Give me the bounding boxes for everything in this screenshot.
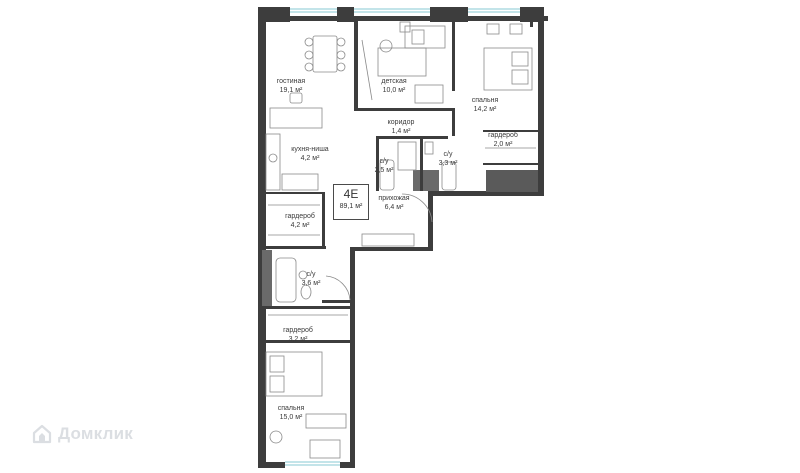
room-area: 14,2 м² bbox=[473, 106, 497, 113]
room-area: 2,0 м² bbox=[493, 141, 513, 148]
room-area: 1,4 м² bbox=[391, 128, 411, 135]
room-name: с/у bbox=[443, 151, 453, 158]
room-name: гардероб bbox=[488, 132, 518, 139]
room-name: спальня bbox=[471, 97, 499, 104]
room-label-wardrobe3: гардероб 3,2 м² bbox=[283, 326, 313, 344]
room-name: гостиная bbox=[276, 78, 306, 85]
walls bbox=[258, 7, 548, 468]
room-label-kitchen: кухня-ниша 4,2 м² bbox=[291, 145, 328, 163]
room-name: детская bbox=[381, 78, 407, 85]
room-area: 4,2 м² bbox=[300, 155, 320, 162]
room-area: 2,5 м² bbox=[374, 167, 394, 174]
unit-code: 4E bbox=[343, 187, 359, 201]
furniture bbox=[265, 21, 536, 459]
room-label-corridor: коридор 1,4 м² bbox=[388, 118, 415, 136]
room-area: 10,0 м² bbox=[382, 87, 406, 94]
room-area: 6,4 м² bbox=[384, 204, 404, 211]
room-name: кухня-ниша bbox=[291, 146, 329, 153]
room-label-wardrobe2: гардероб 4,2 м² bbox=[285, 212, 315, 230]
unit-area: 89,1 м² bbox=[339, 203, 363, 210]
room-label-bath1: с/у 2,5 м² bbox=[375, 157, 394, 175]
room-name: спальня bbox=[277, 405, 305, 412]
room-label-bath3: с/у 3,6 м² bbox=[302, 270, 321, 288]
room-label-bedroom1: спальня 14,2 м² bbox=[472, 96, 499, 114]
domclick-logo-icon bbox=[32, 424, 52, 444]
room-name: с/у bbox=[306, 271, 316, 278]
watermark-text: Домклик bbox=[58, 424, 133, 443]
room-name: гардероб bbox=[285, 213, 315, 220]
room-area: 3,6 м² bbox=[301, 280, 321, 287]
unit-badge: 4E 89,1 м² bbox=[333, 184, 369, 220]
windows bbox=[285, 8, 520, 466]
room-name: коридор bbox=[387, 119, 415, 126]
room-area: 4,2 м² bbox=[290, 222, 310, 229]
room-name: прихожая bbox=[378, 195, 410, 202]
room-area: 19,1 м² bbox=[279, 87, 303, 94]
room-area: 3,3 м² bbox=[438, 160, 458, 167]
room-label-bedroom2: спальня 15,0 м² bbox=[278, 404, 305, 422]
room-label-living: гостиная 19,1 м² bbox=[277, 77, 305, 95]
room-label-wardrobe1: гардероб 2,0 м² bbox=[488, 131, 518, 149]
room-area: 3,2 м² bbox=[288, 336, 308, 343]
room-label-hall: прихожая 6,4 м² bbox=[378, 194, 409, 212]
room-label-kids: детская 10,0 м² bbox=[381, 77, 406, 95]
room-area: 15,0 м² bbox=[279, 414, 303, 421]
room-name: с/у bbox=[379, 158, 389, 165]
room-label-bath2: с/у 3,3 м² bbox=[439, 150, 458, 168]
room-name: гардероб bbox=[283, 327, 313, 334]
watermark: Домклик bbox=[30, 422, 133, 446]
